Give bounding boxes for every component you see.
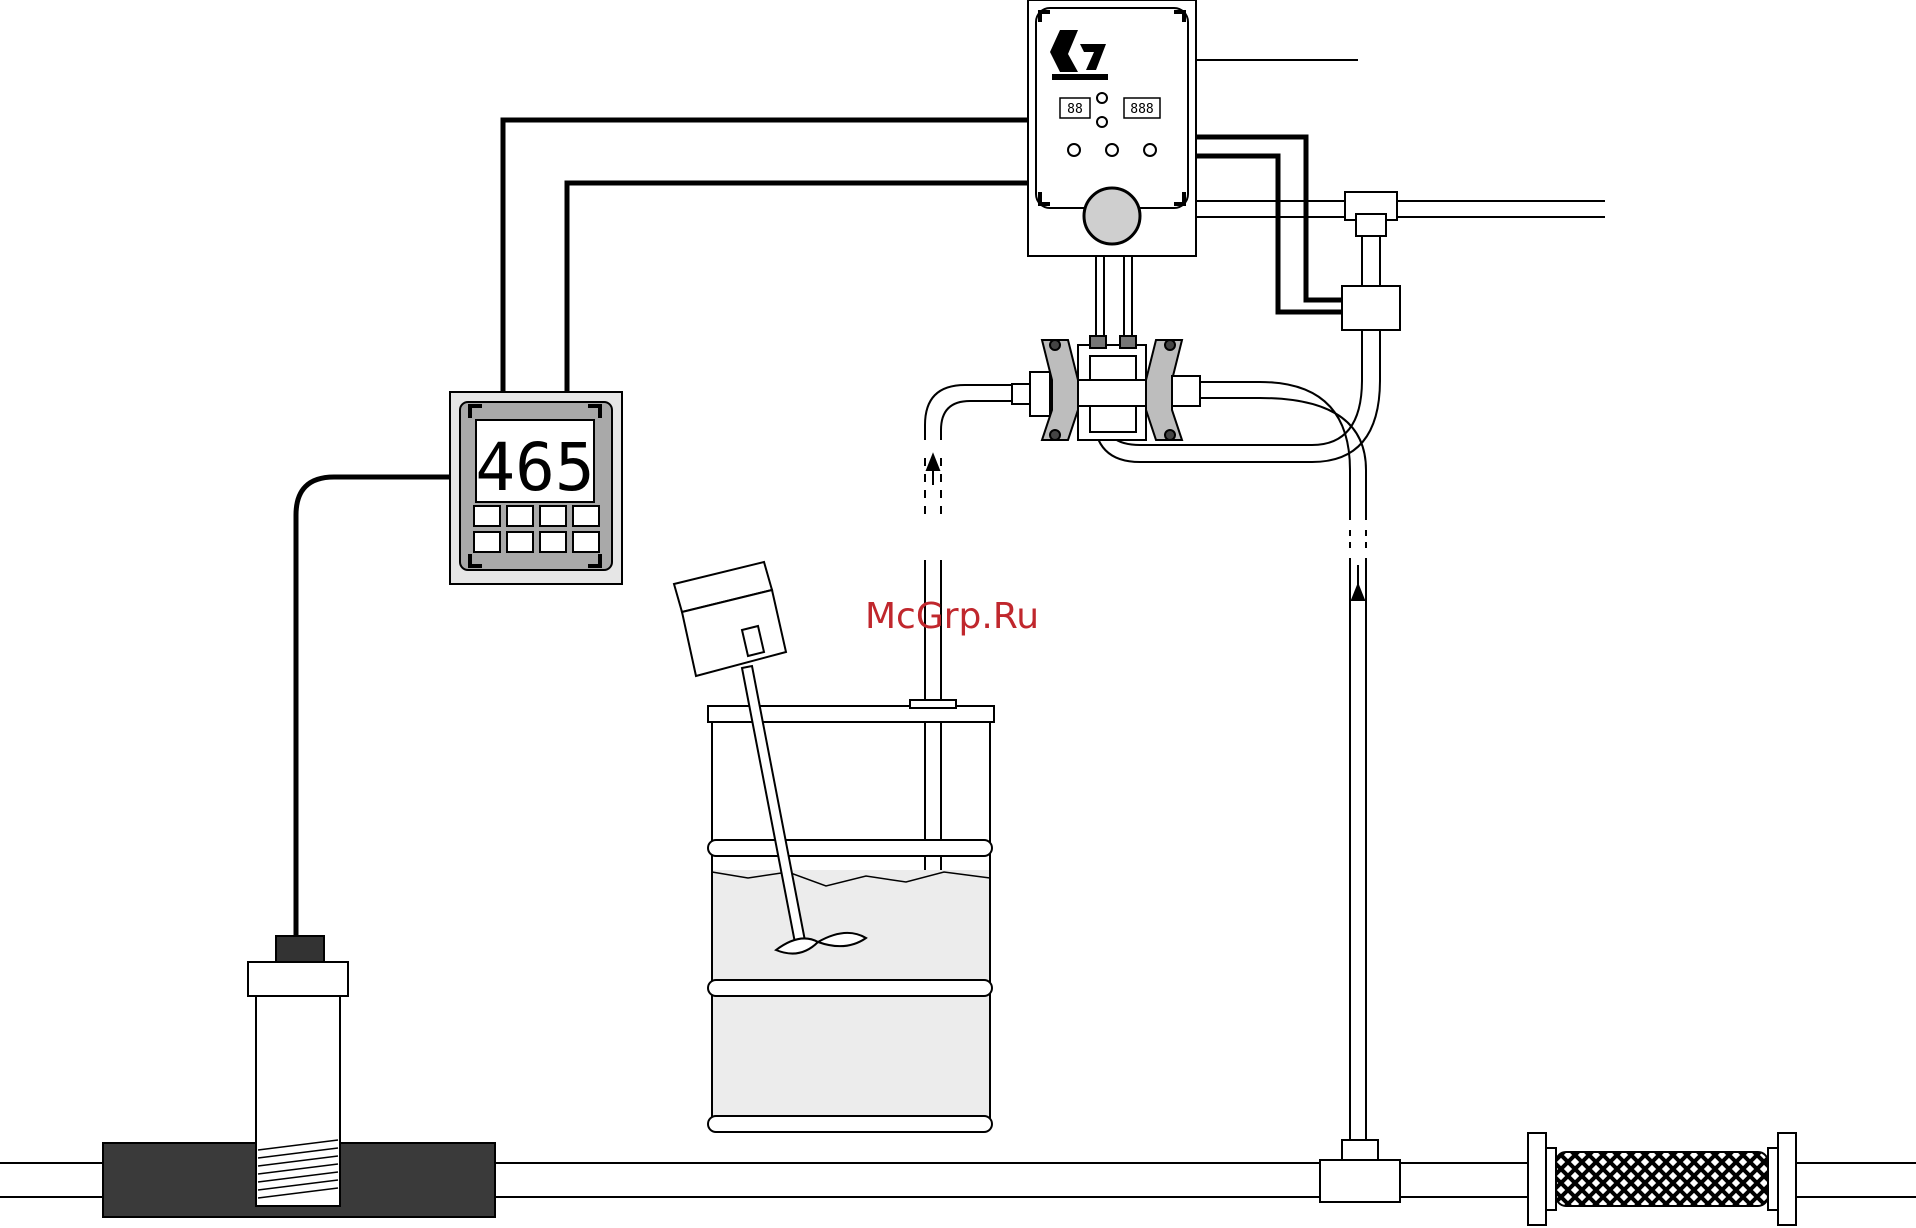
meter-key-2[interactable]: [507, 506, 533, 526]
drum-icon: [708, 700, 994, 1132]
controller-up-button[interactable]: [1097, 93, 1107, 103]
meter-key-6[interactable]: [507, 532, 533, 552]
meter-key-4[interactable]: [573, 506, 599, 526]
discharge-hose: [1200, 382, 1366, 1140]
meter-key-3[interactable]: [540, 506, 566, 526]
controller-right-display: 888: [1130, 102, 1153, 117]
pressure-gauge-icon: [1084, 188, 1140, 244]
controller-button-1[interactable]: [1068, 144, 1080, 156]
pump-air-lines: [1096, 256, 1132, 338]
controller-button-2[interactable]: [1106, 144, 1118, 156]
flow-arrow-down-icon: [1352, 565, 1364, 600]
meter-key-7[interactable]: [540, 532, 566, 552]
watermark: McGrp.Ru: [865, 596, 1039, 637]
meter-reading: 465: [475, 429, 594, 506]
controller-left-display: 88: [1067, 102, 1083, 117]
upper-tee-fitting-icon: [1345, 192, 1397, 236]
meter-key-1[interactable]: [474, 506, 500, 526]
solenoid-valve-icon: [1342, 286, 1400, 330]
pump-icon: [1012, 336, 1200, 440]
controller-button-3[interactable]: [1144, 144, 1156, 156]
main-tee-fitting-icon: [1320, 1140, 1400, 1202]
meter-key-5[interactable]: [474, 532, 500, 552]
static-mixer-icon: [1528, 1133, 1796, 1225]
flow-arrow-up-icon: [927, 455, 939, 485]
controller-down-button[interactable]: [1097, 117, 1107, 127]
meter-key-8[interactable]: [573, 532, 599, 552]
sensor-probe-icon: [248, 936, 348, 1206]
